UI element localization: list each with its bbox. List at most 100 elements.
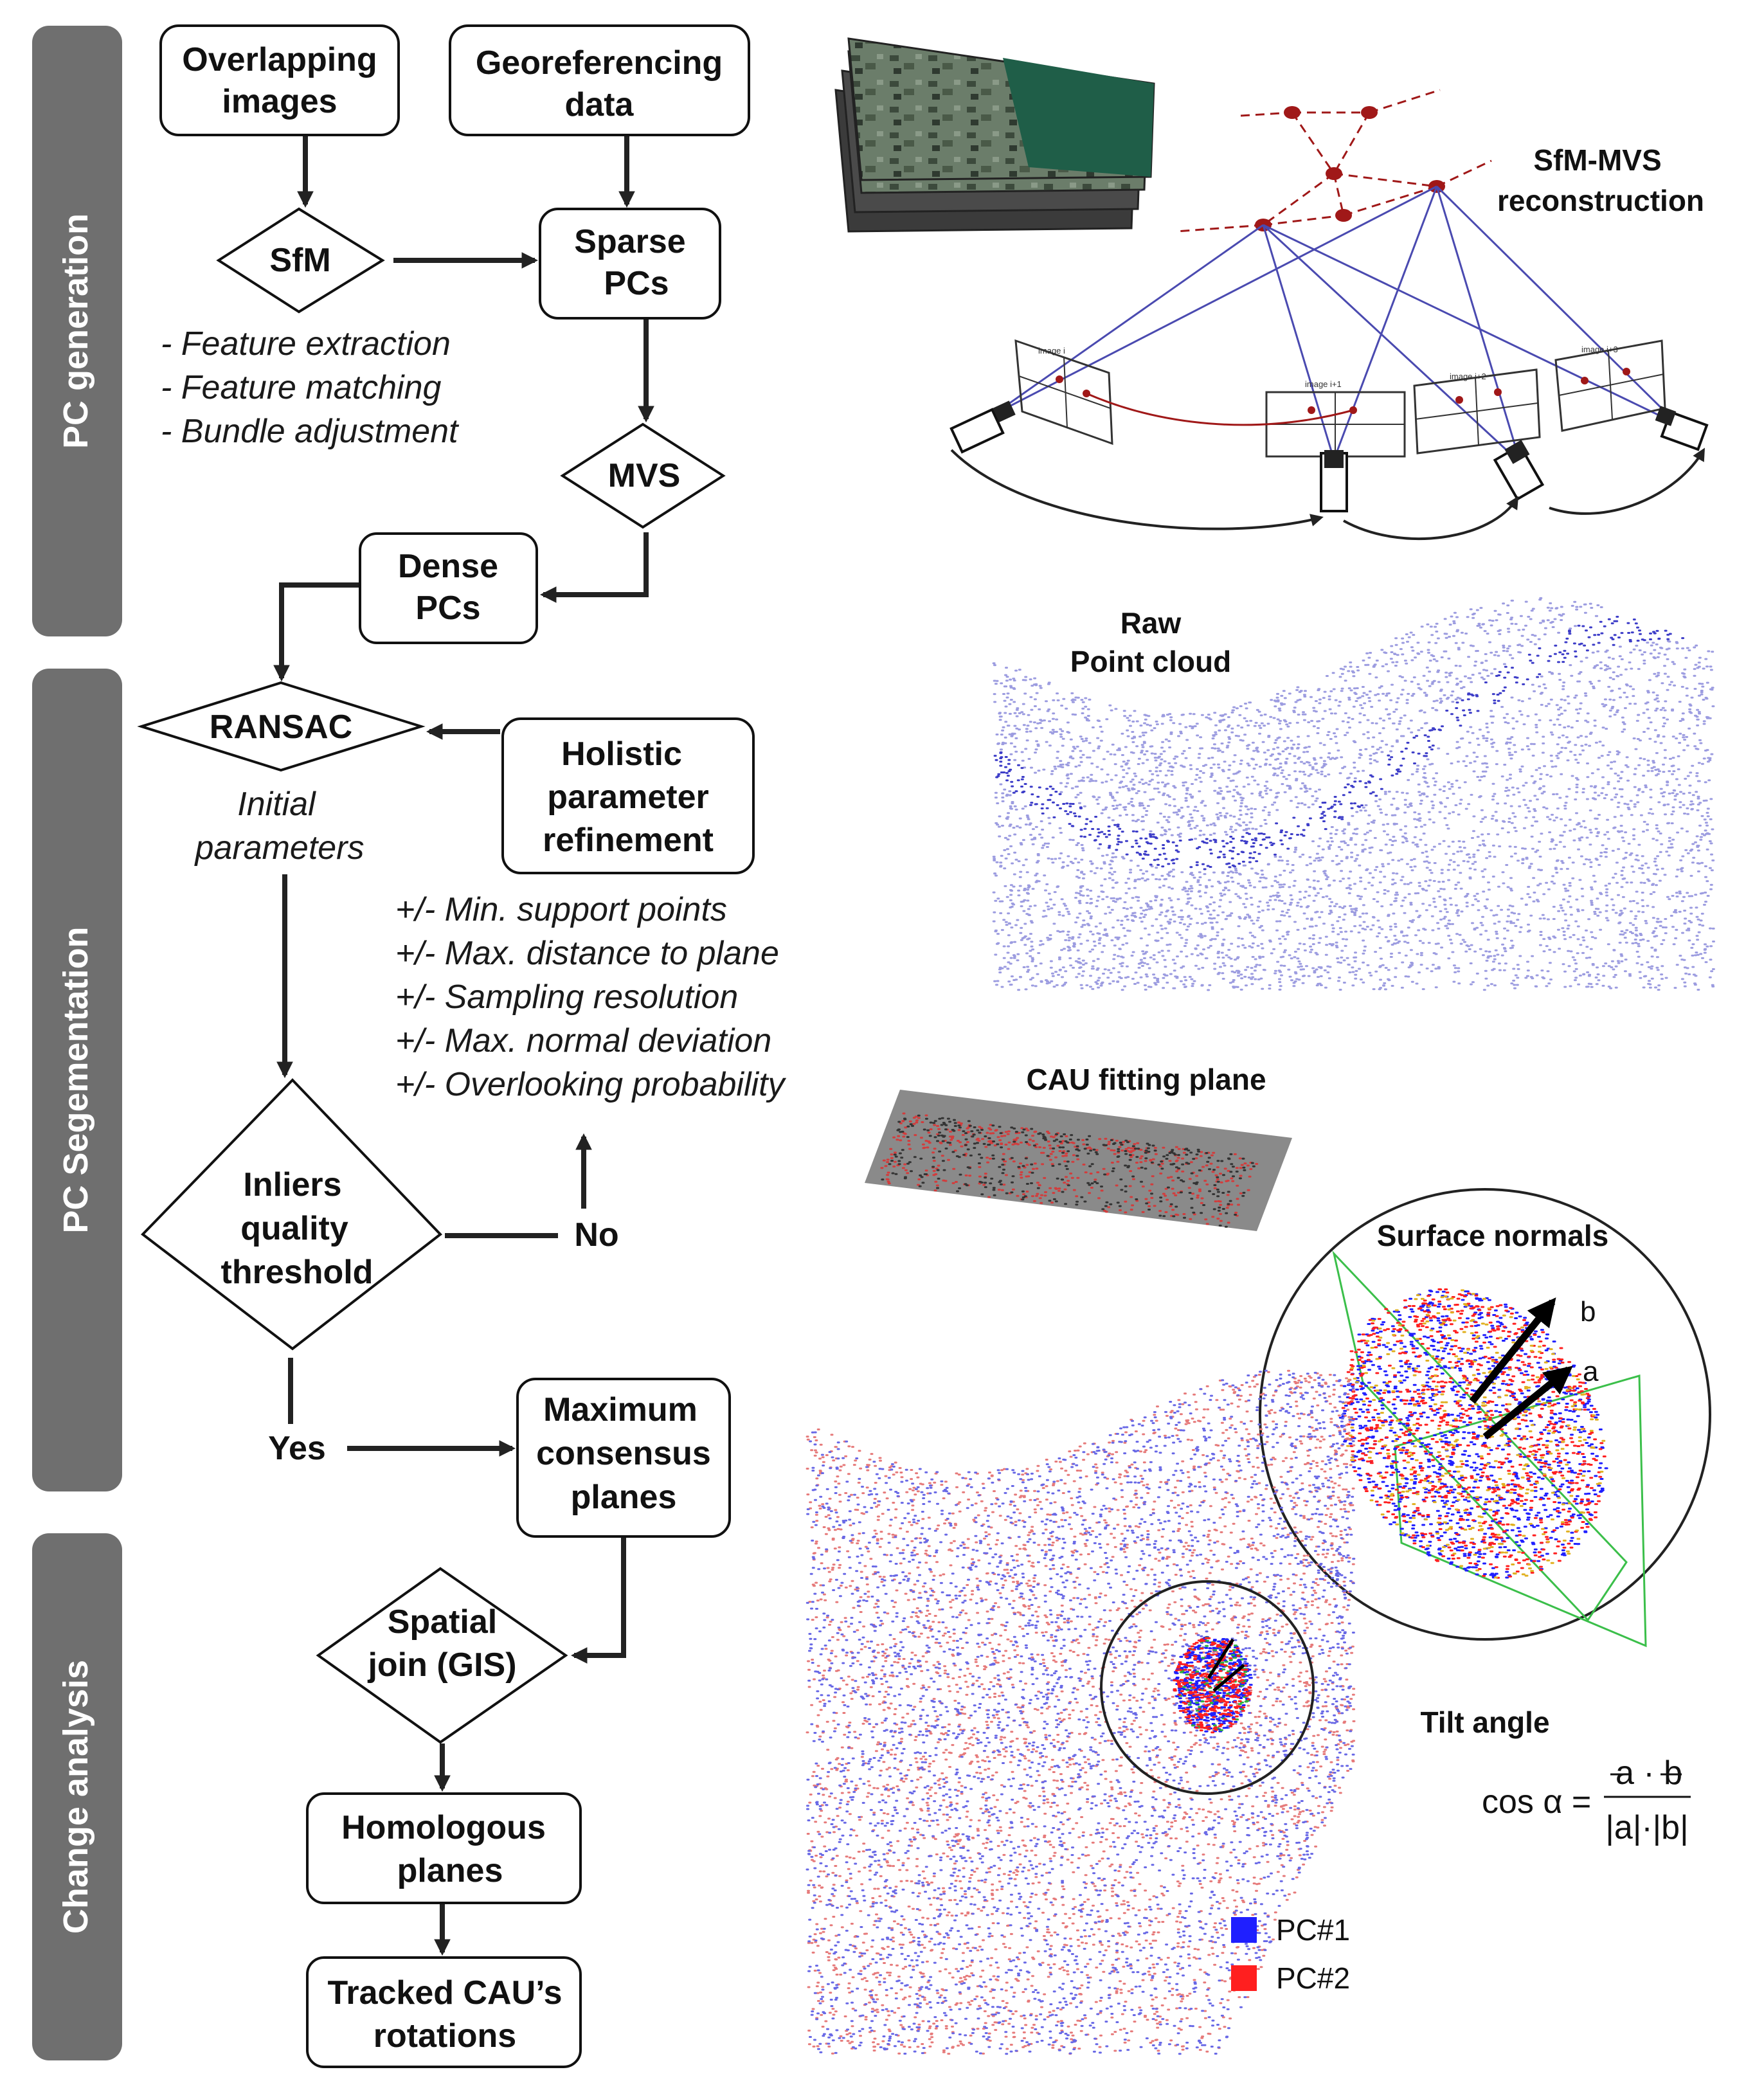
parameter-item: +/- Min. support points (395, 891, 727, 928)
branch-yes-label: Yes (268, 1430, 326, 1467)
legend-swatch-pc2 (1231, 1965, 1257, 1991)
image-label: image i (1038, 346, 1065, 356)
sfm-step: - Feature extraction (161, 325, 451, 363)
normal-frame (1332, 1250, 1628, 1622)
node-holistic-line2: parameter (547, 779, 708, 816)
image-plane-i2: image i+2 (1413, 368, 1541, 455)
tie-points (1255, 106, 1445, 231)
tie-point-network (1176, 89, 1492, 233)
node-sfm: SfM (216, 207, 385, 314)
sfm-mvs-title-line1: SfM-MVS (1533, 143, 1661, 177)
initial-parameters-line2: parameters (194, 829, 364, 867)
zoom-normal-a (1212, 1664, 1245, 1692)
formula-lhs: cos α = (1482, 1783, 1591, 1821)
node-dense-line2: PCs (415, 590, 480, 627)
node-inliers-threshold: Inliers quality threshold (140, 1078, 442, 1351)
legend-swatch-pc1 (1231, 1917, 1257, 1943)
node-spatial-join: Spatial join (GIS) (316, 1567, 568, 1744)
edge-dense-to-ransac (273, 582, 359, 682)
band-pc-generation-label: PC generation (57, 213, 95, 449)
tilt-angle-title: Tilt angle (1420, 1706, 1549, 1739)
node-inliers-line2: quality (240, 1210, 348, 1247)
node-homologous-planes: Homologous planes (306, 1792, 582, 1904)
node-overlapping-images: Overlapping images (159, 24, 400, 136)
camera-motion-arcs (950, 447, 1705, 541)
edge-maxcons-to-spatial (570, 1538, 626, 1664)
node-tracked-line2: rotations (374, 2017, 516, 2055)
surface-normals-points (1338, 1288, 1608, 1579)
track-curve (1086, 392, 1354, 426)
node-overlapping-images-line2: images (222, 83, 337, 120)
sfm-step: - Bundle adjustment (161, 413, 460, 450)
branch-no-label: No (574, 1216, 618, 1254)
node-maximum-consensus: Maximum consensus planes (516, 1378, 731, 1538)
raw-pc-title-line2: Point cloud (1070, 645, 1231, 678)
band-pc-generation: PC generation (32, 26, 122, 636)
formula-numerator: a · b (1616, 1754, 1682, 1792)
band-pc-segmentation-label: PC Segementation (57, 926, 95, 1233)
vector-b-label: b (1580, 1296, 1596, 1328)
surface-normals-title: Surface normals (1377, 1219, 1608, 1252)
band-change-analysis: Change analysis (32, 1533, 122, 2060)
node-inliers-line3: threshold (221, 1254, 374, 1291)
node-spatial-line2: join (GIS) (367, 1646, 516, 1684)
legend: PC#1 PC#2 (1231, 1913, 1350, 1995)
image-label: image i+3 (1581, 345, 1618, 354)
fitting-plane-shape (865, 1090, 1292, 1231)
vector-a-label: a (1583, 1356, 1599, 1387)
node-sfm-label: SfM (269, 242, 330, 279)
camera-icon (950, 401, 1016, 454)
node-holistic-refinement: Holistic parameter refinement (501, 717, 755, 874)
parameter-item: +/- Sampling resolution (395, 978, 738, 1016)
sfm-step: - Feature matching (161, 369, 441, 406)
point-cloud-dots (993, 615, 1685, 870)
parameter-item: +/- Max. distance to plane (395, 935, 779, 972)
node-mvs: MVS (560, 422, 726, 529)
node-maxcons-line2: consensus (536, 1435, 711, 1472)
combined-point-clouds (806, 1369, 1356, 2055)
point-cloud-dots (1341, 1288, 1607, 1579)
point-cloud-dots (992, 597, 1715, 991)
parameter-list: +/- Min. support points +/- Max. distanc… (395, 891, 787, 1103)
node-inliers-line1: Inliers (243, 1166, 341, 1203)
sfm-mvs-title-line2: reconstruction (1497, 184, 1704, 217)
raw-point-cloud-points (992, 597, 1715, 991)
node-georeferencing-line1: Georeferencing (476, 44, 723, 82)
fitting-plane-points (880, 1112, 1259, 1228)
node-homologous-line2: planes (397, 1852, 503, 1889)
node-dense-pcs: Dense PCs (359, 532, 538, 644)
node-sparse-line1: Sparse (574, 223, 685, 260)
initial-parameters-line1: Initial (237, 786, 316, 823)
node-overlapping-images-line1: Overlapping (182, 41, 377, 78)
band-change-analysis-label: Change analysis (57, 1660, 95, 1934)
flow-connectors (273, 136, 654, 1956)
node-tracked-line1: Tracked CAU’s (327, 1974, 562, 2012)
node-ransac: RANSAC (137, 681, 426, 772)
image-plane-i: image i (1014, 339, 1113, 446)
point-cloud-dots (1173, 1637, 1252, 1734)
legend-label-pc1: PC#1 (1276, 1913, 1350, 1947)
sfm-steps-list: - Feature extraction - Feature matching … (161, 325, 460, 450)
zoom-normal-b (1207, 1638, 1235, 1679)
edge-mvs-to-dense (539, 532, 649, 603)
node-homologous-line1: Homologous (341, 1809, 546, 1846)
node-holistic-line3: refinement (543, 822, 714, 859)
image-label: image i+1 (1305, 379, 1342, 389)
camera-icon (1655, 406, 1709, 451)
node-mvs-label: MVS (608, 457, 681, 494)
node-georeferencing-line2: data (565, 86, 634, 123)
initial-parameters-note: Initial parameters (194, 786, 364, 867)
image-plane-i3: image i+3 (1554, 339, 1666, 432)
aerial-image-stack (834, 37, 1155, 233)
normal-vector-a (1482, 1365, 1573, 1440)
point-cloud-dots (806, 1369, 1356, 2055)
point-cloud-dots (881, 1114, 1256, 1228)
node-sparse-line2: PCs (604, 265, 669, 302)
parameter-item: +/- Max. normal deviation (395, 1022, 771, 1059)
node-sparse-pcs: Sparse PCs (539, 208, 721, 320)
node-tracked-rotations: Tracked CAU’s rotations (306, 1956, 582, 2068)
formula-denominator: |a|·|b| (1605, 1809, 1688, 1846)
camera-icon (1320, 450, 1348, 512)
tilt-angle-formula: Tilt angle cos α = a · b |a|·|b| (1420, 1706, 1691, 1846)
